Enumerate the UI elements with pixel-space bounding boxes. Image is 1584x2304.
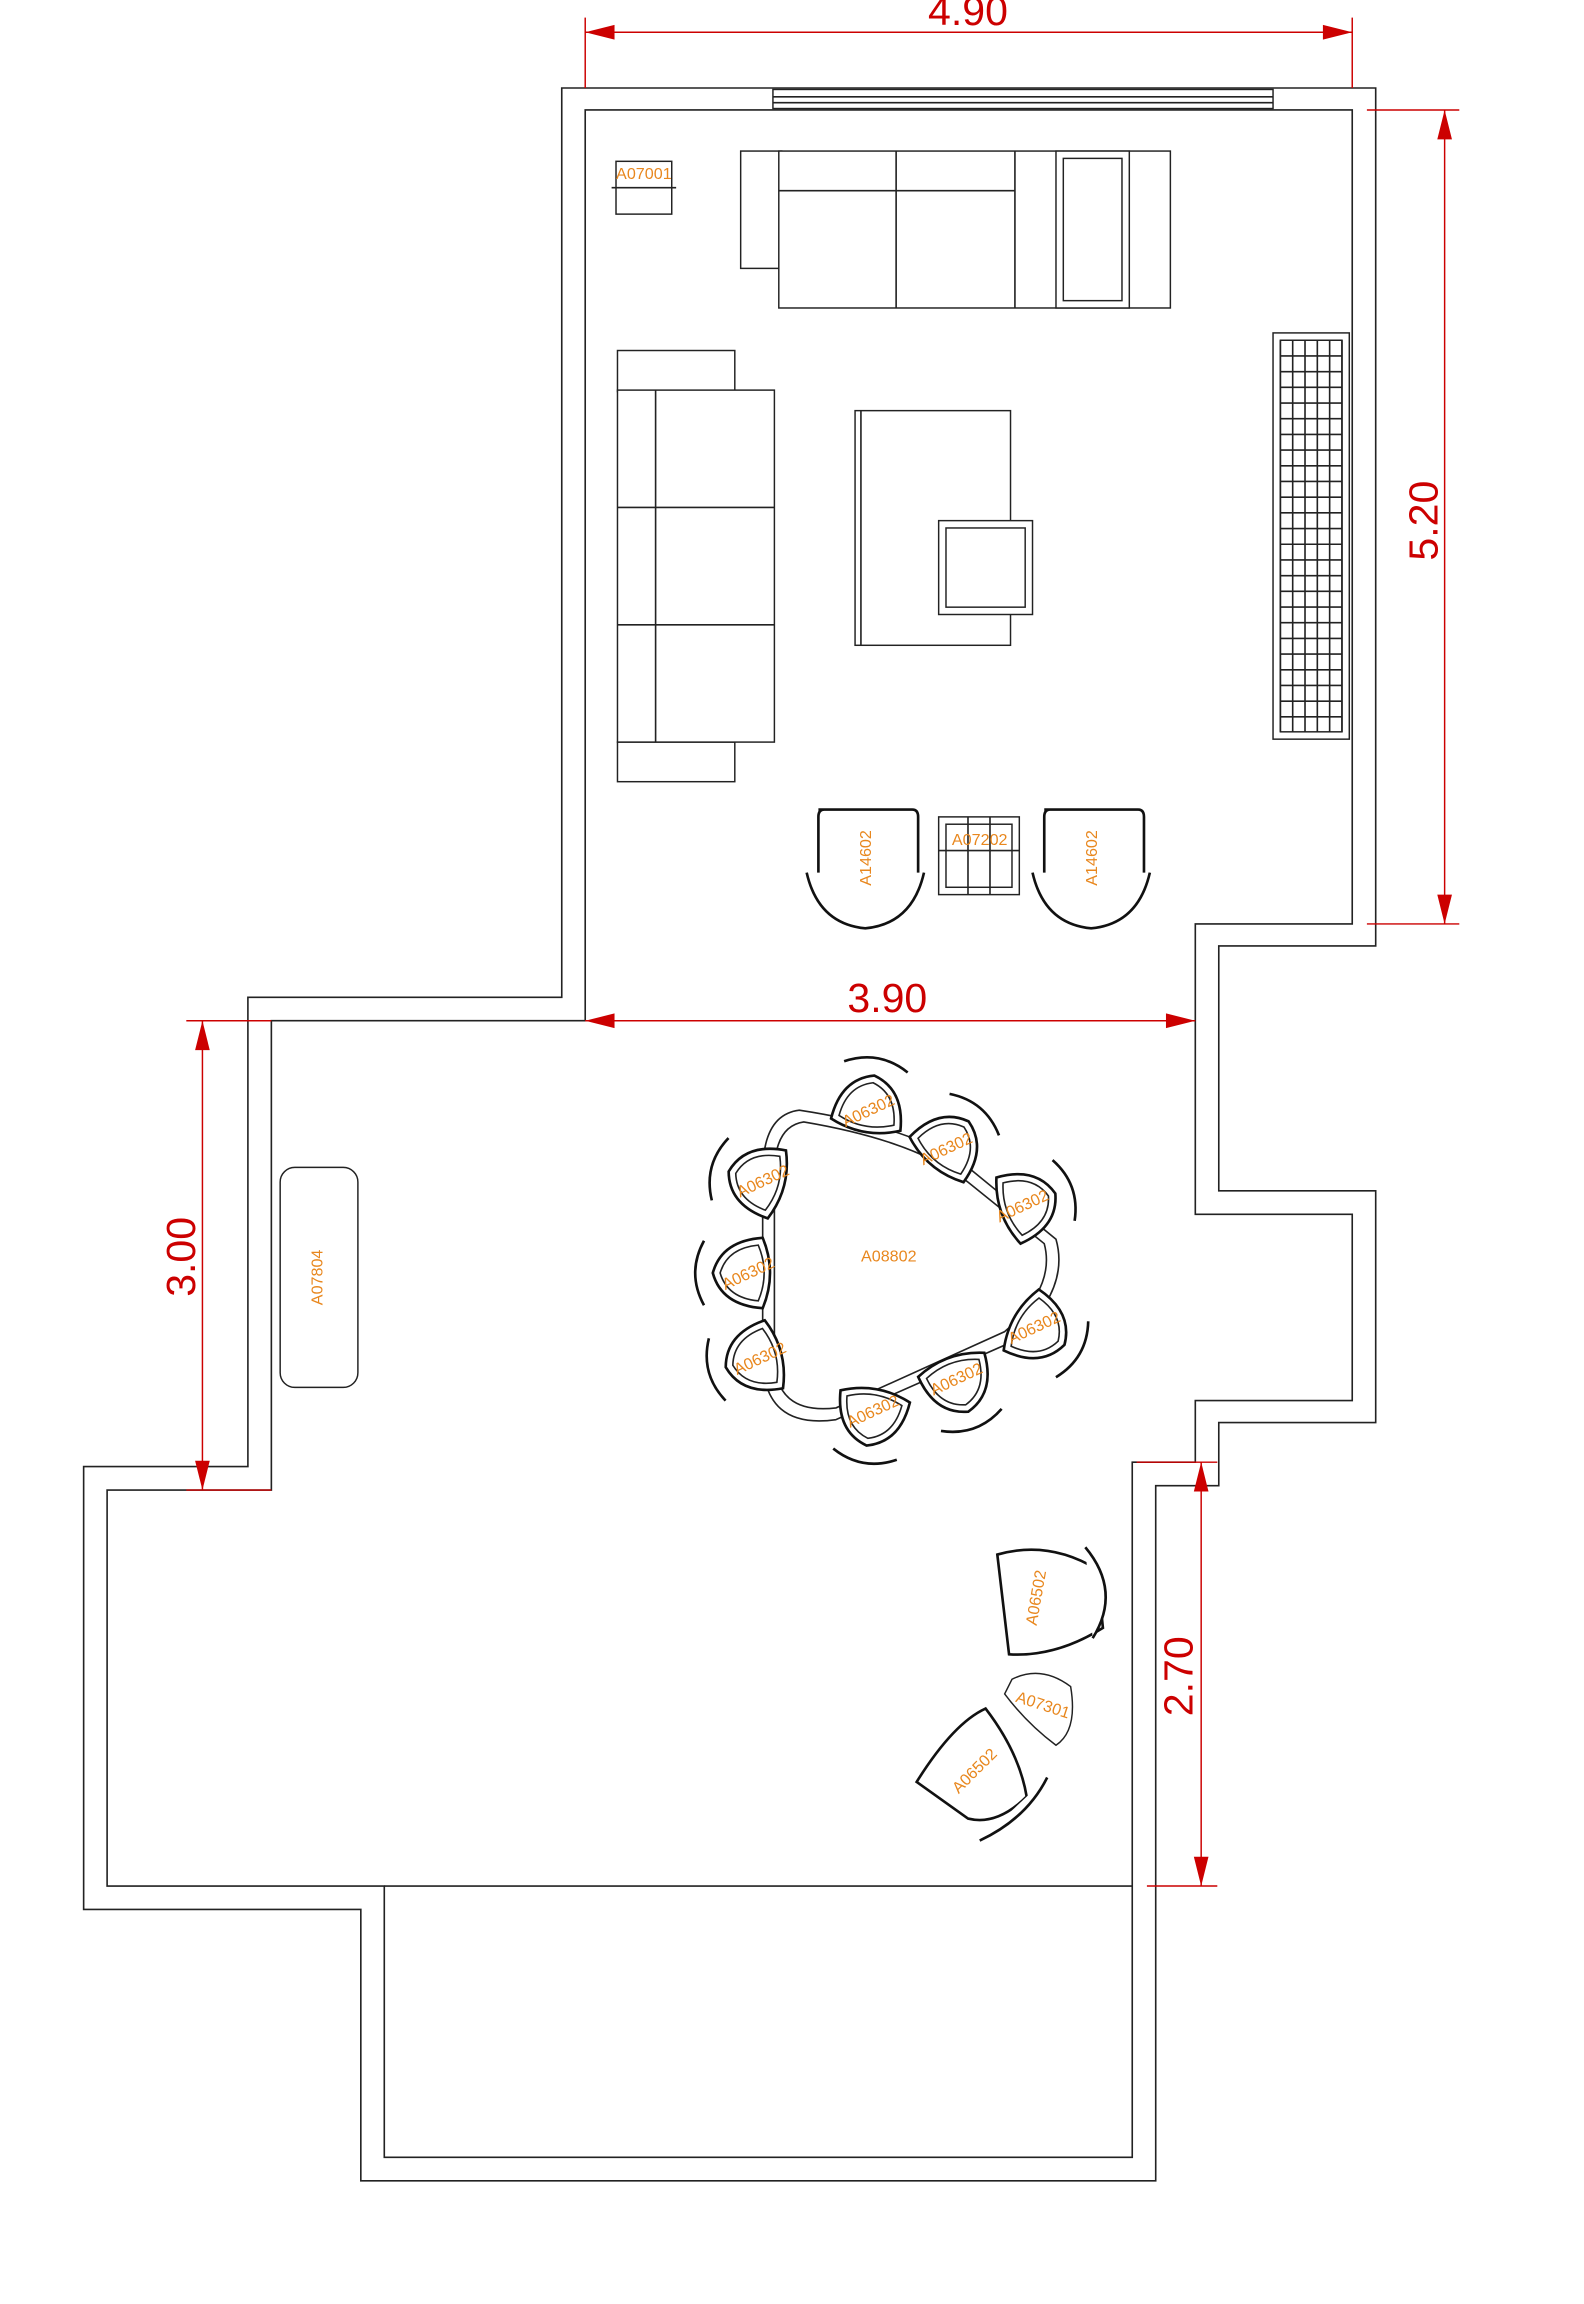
desk[interactable] [854,409,1034,647]
coffee-table-label: A07202 [952,831,1008,849]
dimension-right: 5.20 [1366,109,1460,925]
bench-label: A07804 [309,1250,327,1306]
lounge-table[interactable]: A07301 [1003,1672,1074,1747]
sofa-left[interactable] [616,349,776,783]
armchair-left-label: A14602 [857,830,875,886]
dining-chair[interactable]: A06302 [984,1154,1084,1248]
dimension-mid: 3.90 [585,975,1196,1029]
dimension-left-text: 3.00 [158,1217,204,1297]
dimension-mid-text: 3.90 [847,975,927,1021]
lounge-chair-top[interactable]: A06502 [995,1546,1107,1656]
dining-chair[interactable]: A06302 [703,1133,799,1222]
dining-chair[interactable]: A06302 [900,1085,1007,1193]
dining-chair[interactable]: A06302 [829,1382,912,1468]
sofa-top[interactable] [739,150,1172,309]
armchair-right-label: A14602 [1083,830,1101,886]
dimension-top-text: 4.90 [928,0,1008,34]
dining-chair[interactable]: A06302 [693,1236,777,1310]
dining-table[interactable]: A08802 [761,1109,1060,1422]
window [772,88,1274,110]
armchair-left[interactable]: A14602 [805,808,926,930]
side-table[interactable]: A07001 [611,160,677,215]
dimension-left: 3.00 [158,1020,272,1491]
dimension-lower-right: 2.70 [1136,1461,1218,1887]
wall-cabinet[interactable] [1272,332,1351,740]
dining-chair[interactable]: A06302 [700,1317,797,1406]
dimension-right-text: 5.20 [1400,481,1446,561]
dimension-lower-right-text: 2.70 [1155,1636,1201,1716]
dining-table-label: A08802 [861,1247,917,1265]
dimension-top: 4.90 [584,0,1353,88]
outer-wall [82,87,1377,2182]
dining-chair[interactable]: A06302 [829,1052,912,1140]
coffee-table[interactable]: A07202 [937,816,1021,896]
dining-chair[interactable]: A06302 [916,1346,1008,1440]
bench[interactable]: A07804 [279,1166,359,1389]
dining-chair[interactable]: A06302 [997,1285,1098,1384]
side-table-label: A07001 [616,165,672,183]
lounge-chair-bottom[interactable]: A06502 [914,1706,1049,1842]
armchair-right[interactable]: A14602 [1031,808,1152,930]
